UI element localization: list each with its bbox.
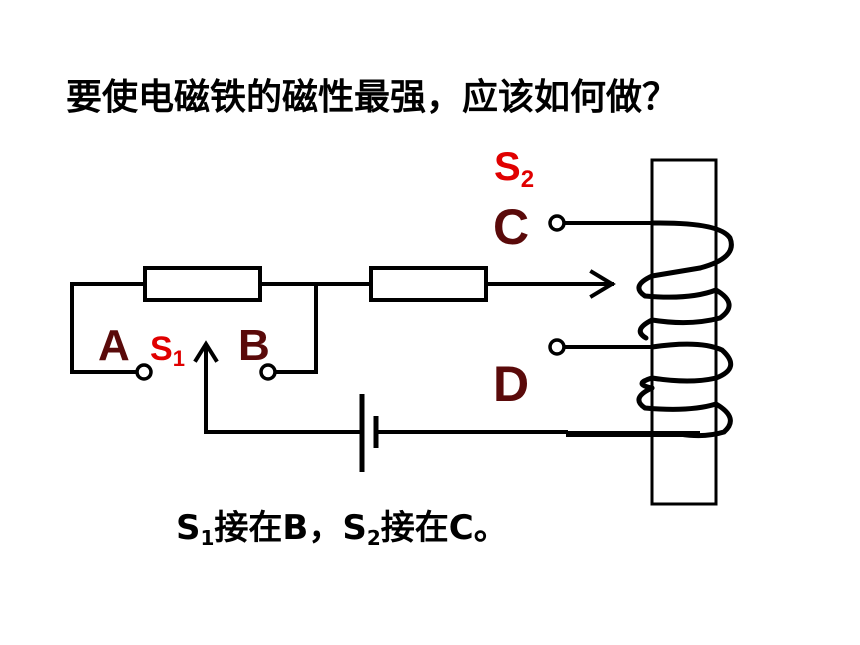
coil-winding-2 <box>636 273 732 326</box>
arrowhead-right <box>589 269 616 299</box>
label-s2: S2 <box>494 145 534 193</box>
coil-back-1 <box>649 265 703 279</box>
label-d: D <box>493 356 529 412</box>
resistor-1 <box>143 266 262 302</box>
resistor-2 <box>369 266 488 302</box>
answer-text: S1接在B，S2接在C。 <box>176 500 508 550</box>
coil-back-2 <box>637 317 655 341</box>
label-c: C <box>493 199 529 255</box>
answer-part2: 接在C。 <box>380 508 508 548</box>
switch-s1-arrowhead <box>193 340 219 363</box>
label-b: B <box>238 321 270 370</box>
answer-s1-letter: S <box>176 508 201 548</box>
label-s1: S1 <box>150 330 185 371</box>
label-s1-sub: 1 <box>173 346 185 371</box>
coil-back-3 <box>639 375 655 391</box>
label-a: A <box>98 321 130 370</box>
iron-core <box>650 158 718 506</box>
terminal-c <box>548 214 566 232</box>
coil-winding-4 <box>636 385 733 439</box>
label-s2-sub: 2 <box>521 166 534 193</box>
coil-winding-3 <box>649 341 734 384</box>
answer-s1-sub: 1 <box>200 526 215 550</box>
terminal-b <box>259 363 277 381</box>
answer-s2-letter: S <box>342 508 367 548</box>
terminal-a <box>135 363 153 381</box>
wire-left-loop <box>70 282 147 374</box>
answer-s2-sub: 2 <box>366 526 381 550</box>
wire-right-loop <box>258 282 318 374</box>
terminal-d <box>548 338 566 356</box>
coil-winding-1 <box>649 220 734 271</box>
question-title: 要使电磁铁的磁性最强，应该如何做？ <box>66 77 679 118</box>
answer-part1: 接在B， <box>214 508 343 548</box>
